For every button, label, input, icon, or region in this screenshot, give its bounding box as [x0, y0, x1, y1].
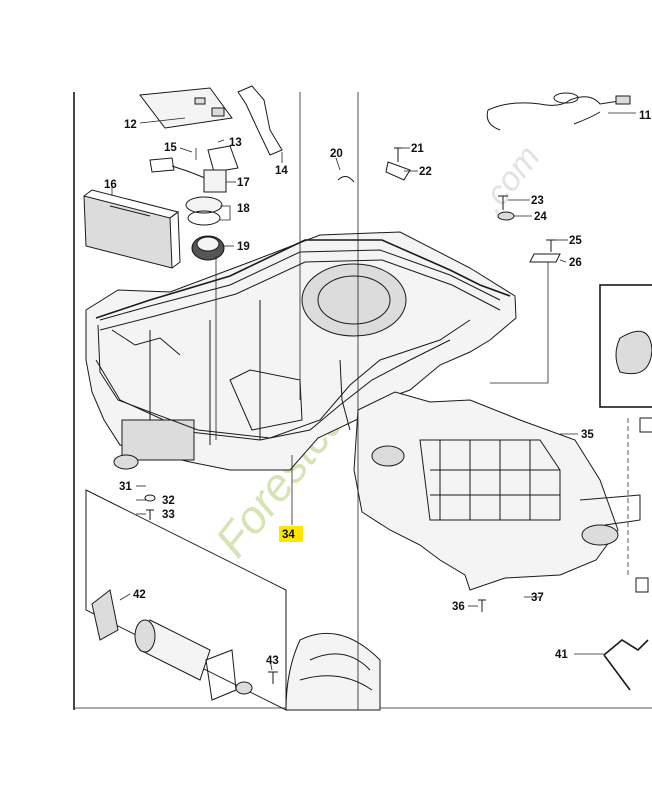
callout-42: 42 — [133, 589, 146, 601]
callout-32: 32 — [162, 495, 175, 507]
detail-inset — [599, 284, 652, 408]
callout-12: 12 — [124, 119, 137, 131]
callout-26: 26 — [569, 257, 582, 269]
callout-13: 13 — [229, 137, 242, 149]
watermark-suffix: .com — [472, 138, 547, 219]
lower-chassis-right — [353, 391, 641, 591]
chassis-screw — [478, 599, 486, 612]
wheel-bracket-fasteners — [113, 454, 156, 520]
callout-23: 23 — [531, 195, 544, 207]
small-fasteners-right — [497, 195, 561, 263]
leader-lines — [111, 92, 636, 710]
drive-wheel — [285, 632, 381, 711]
callout-21: 21 — [411, 143, 424, 155]
callout-41: 41 — [555, 649, 568, 661]
callout-34-highlight — [279, 526, 303, 542]
callout-20: 20 — [330, 148, 343, 160]
callout-11: 11 — [639, 110, 652, 122]
callout-35: 35 — [581, 429, 594, 441]
callout-16: 16 — [104, 179, 117, 191]
callout-36: 36 — [452, 601, 465, 613]
chassis-body — [85, 231, 517, 471]
callout-17: 17 — [237, 177, 250, 189]
callout-15: 15 — [164, 142, 177, 154]
clip-screw-bracket — [337, 147, 411, 183]
callout-24: 24 — [534, 211, 547, 223]
callout-18: 18 — [237, 203, 250, 215]
sensor-cable — [486, 92, 631, 131]
circuit-board-group — [139, 85, 283, 193]
callout-25: 25 — [569, 235, 582, 247]
callout-22: 22 — [419, 166, 432, 178]
rod-assembly — [603, 417, 652, 691]
callout-labels: 11 12 13 14 15 16 17 18 19 20 21 22 23 2… — [104, 110, 652, 667]
seal-bearing-group — [185, 196, 225, 261]
callout-19: 19 — [237, 241, 250, 253]
callout-14: 14 — [275, 165, 288, 177]
callout-43: 43 — [266, 655, 279, 667]
battery-pack — [83, 189, 181, 269]
callout-31: 31 — [119, 481, 132, 493]
cable-harness — [95, 239, 511, 439]
callout-34: 34 — [282, 529, 295, 541]
callout-33: 33 — [162, 509, 175, 521]
callout-37: 37 — [531, 592, 544, 604]
